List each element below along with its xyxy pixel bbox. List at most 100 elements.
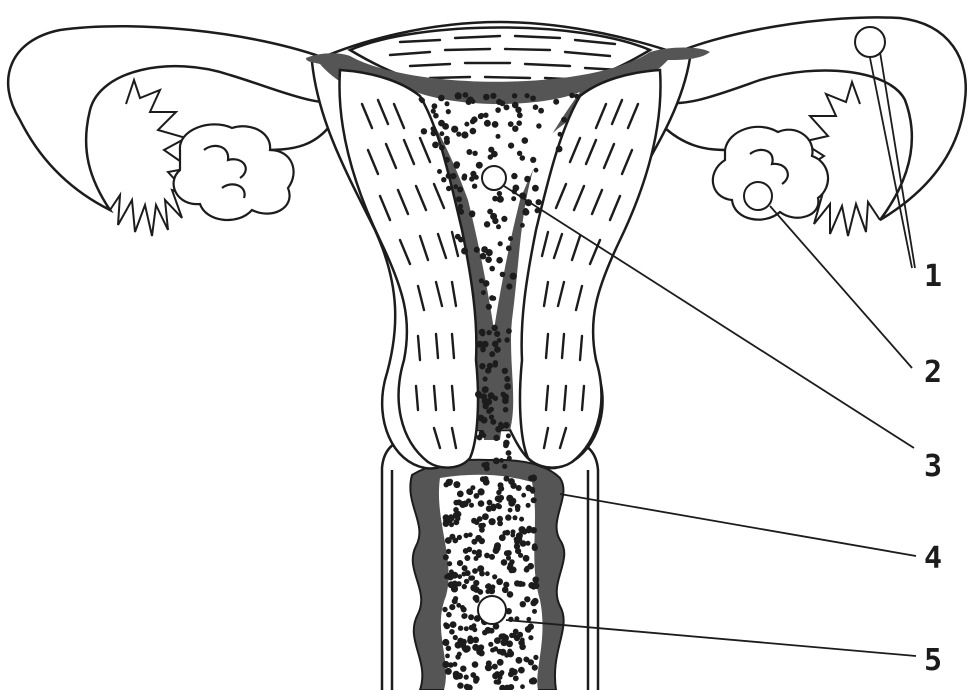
sperm-dot — [529, 678, 535, 684]
sperm-dot — [483, 94, 490, 101]
sperm-dot — [531, 497, 537, 503]
sperm-dot — [512, 102, 519, 109]
sperm-dot — [454, 163, 460, 169]
sperm-dot — [451, 572, 458, 579]
sperm-dot — [456, 603, 461, 608]
sperm-dot — [493, 362, 498, 367]
sperm-dot — [470, 171, 476, 177]
sperm-dot — [491, 151, 498, 158]
sperm-dot — [492, 121, 499, 128]
sperm-dot — [506, 433, 511, 438]
sperm-dot — [516, 657, 523, 664]
sperm-dot — [453, 481, 460, 488]
sperm-dot — [464, 675, 469, 680]
sperm-dot — [470, 575, 475, 580]
callout-label-1: 1 — [924, 259, 942, 294]
sperm-dot — [509, 633, 514, 638]
sperm-dot — [506, 328, 512, 334]
sperm-dot — [533, 104, 539, 110]
sperm-dot — [486, 330, 491, 335]
ovary-left — [174, 124, 294, 220]
sperm-dot — [466, 149, 472, 155]
sperm-dot — [475, 391, 482, 398]
sperm-dot — [443, 622, 448, 627]
sperm-dot — [525, 93, 530, 98]
sperm-dot — [510, 533, 515, 538]
sperm-dot — [492, 196, 498, 202]
sperm-dot — [520, 638, 525, 643]
sperm-dot — [536, 123, 541, 128]
sperm-dot — [520, 601, 526, 607]
sperm-dot — [494, 346, 501, 353]
sperm-dot — [451, 126, 458, 133]
sperm-dot — [492, 325, 498, 331]
sperm-dot — [504, 383, 511, 390]
sperm-dot — [478, 650, 484, 656]
sperm-dot — [476, 162, 483, 169]
sperm-dot — [457, 560, 463, 566]
sperm-dot — [432, 142, 439, 149]
ovum-circle-2 — [744, 182, 772, 210]
sperm-dot — [504, 376, 510, 382]
sperm-dot — [496, 224, 501, 229]
sperm-dot — [475, 535, 482, 542]
sperm-dot — [488, 642, 493, 647]
sperm-dot — [487, 363, 493, 369]
sperm-dot — [478, 113, 484, 119]
sperm-dot — [448, 581, 455, 588]
sperm-dot — [492, 218, 498, 224]
sperm-dot — [513, 675, 519, 681]
sperm-dot — [461, 175, 467, 181]
sperm-dot — [530, 96, 535, 101]
sperm-dot — [526, 627, 532, 633]
sperm-dot — [481, 290, 486, 295]
sperm-dot — [446, 186, 451, 191]
sperm-dot — [472, 568, 478, 574]
sperm-dot — [508, 236, 513, 241]
sperm-dot — [442, 639, 449, 646]
sperm-dot — [453, 500, 459, 506]
sperm-dot — [503, 640, 509, 646]
sperm-dot — [463, 92, 469, 98]
sperm-dot — [494, 637, 501, 644]
sperm-dot — [458, 237, 464, 243]
sperm-dot — [503, 407, 509, 413]
sperm-dot — [493, 435, 499, 441]
sperm-dot — [485, 589, 490, 594]
sperm-dot — [506, 450, 512, 456]
sperm-dot — [489, 628, 495, 634]
sperm-dot — [455, 642, 461, 648]
sperm-dot — [517, 151, 522, 156]
sperm-dot — [457, 187, 463, 193]
sperm-dot — [472, 184, 477, 189]
sperm-dot — [569, 93, 575, 99]
sperm-dot — [496, 679, 502, 685]
sperm-dot — [574, 94, 579, 99]
sperm-dot — [520, 155, 526, 161]
sperm-dot — [448, 662, 454, 668]
sperm-dot — [485, 571, 490, 576]
sperm-dot — [514, 537, 519, 542]
sperm-dot — [470, 128, 477, 135]
sperm-dot — [497, 191, 502, 196]
leader-4 — [560, 494, 916, 556]
sperm-dot — [456, 196, 462, 202]
sperm-dot — [517, 112, 523, 118]
sperm-dot — [470, 584, 477, 591]
sperm-dot — [473, 676, 480, 683]
sperm-dot — [468, 614, 474, 620]
sperm-dot — [490, 419, 496, 425]
sperm-dot — [524, 596, 529, 601]
sperm-dot — [491, 296, 496, 301]
sperm-dot — [443, 554, 449, 560]
sperm-dot — [461, 613, 467, 619]
sperm-dot — [516, 120, 522, 126]
sperm-dot — [457, 574, 462, 579]
sperm-dot — [470, 99, 475, 104]
sperm-dot — [479, 527, 485, 533]
sperm-dot — [449, 629, 455, 635]
sperm-dot — [499, 534, 506, 541]
sperm-dot — [485, 256, 492, 263]
sperm-dot — [442, 123, 449, 130]
